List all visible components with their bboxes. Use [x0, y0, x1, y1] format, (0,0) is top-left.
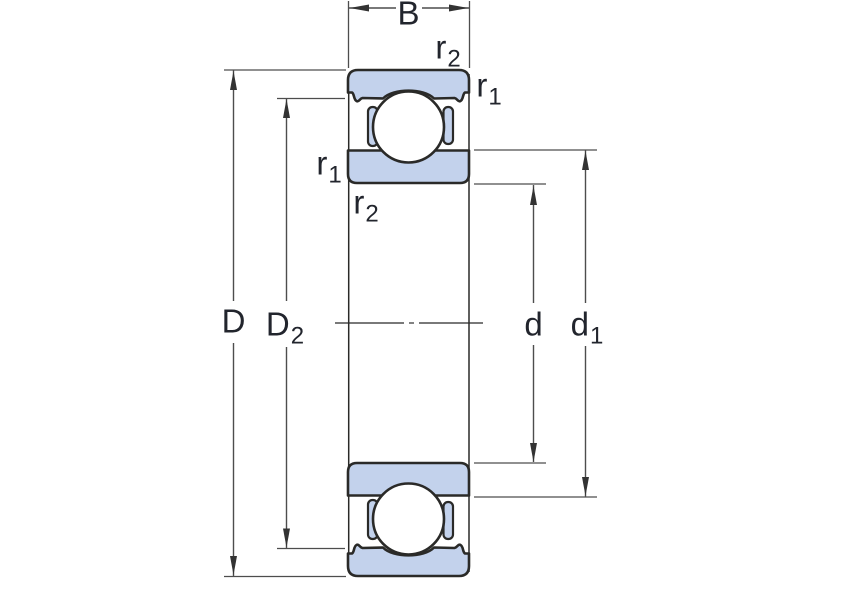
dim-label-r1-right: r1 [476, 66, 502, 111]
dim-label-d: d [524, 305, 543, 343]
dim-label-D2: D2 [265, 305, 305, 350]
dim-label-D: D [221, 302, 246, 340]
arrowhead-B-left [349, 4, 369, 12]
bearing-top-section [346, 68, 471, 185]
dimension-arrowheads [230, 4, 589, 575]
bearing-bottom-section [346, 461, 471, 578]
inner-ring [346, 149, 471, 185]
arrowhead-d-up [530, 186, 537, 205]
ball [371, 90, 446, 164]
dim-label-r1-left: r1 [316, 144, 342, 189]
outer-ring [346, 68, 471, 103]
dim-label-d1: d1 [570, 305, 604, 350]
arrowhead-D2-up [283, 99, 290, 118]
arrowhead-d1-up [582, 151, 589, 170]
arrowhead-D2-down [283, 528, 290, 548]
arrowhead-d-down [530, 443, 537, 462]
extension-lines [224, 1, 597, 578]
dim-label-r2-top: r2 [435, 28, 461, 73]
arrowhead-D-down [230, 556, 237, 575]
arrowhead-d1-down [582, 477, 589, 496]
dim-label-B: B [397, 0, 420, 32]
arrowhead-D-up [230, 71, 237, 90]
dimension-lines [232, 7, 587, 576]
dim-label-r2-left: r2 [353, 183, 379, 228]
arrowhead-B-right [449, 4, 469, 12]
